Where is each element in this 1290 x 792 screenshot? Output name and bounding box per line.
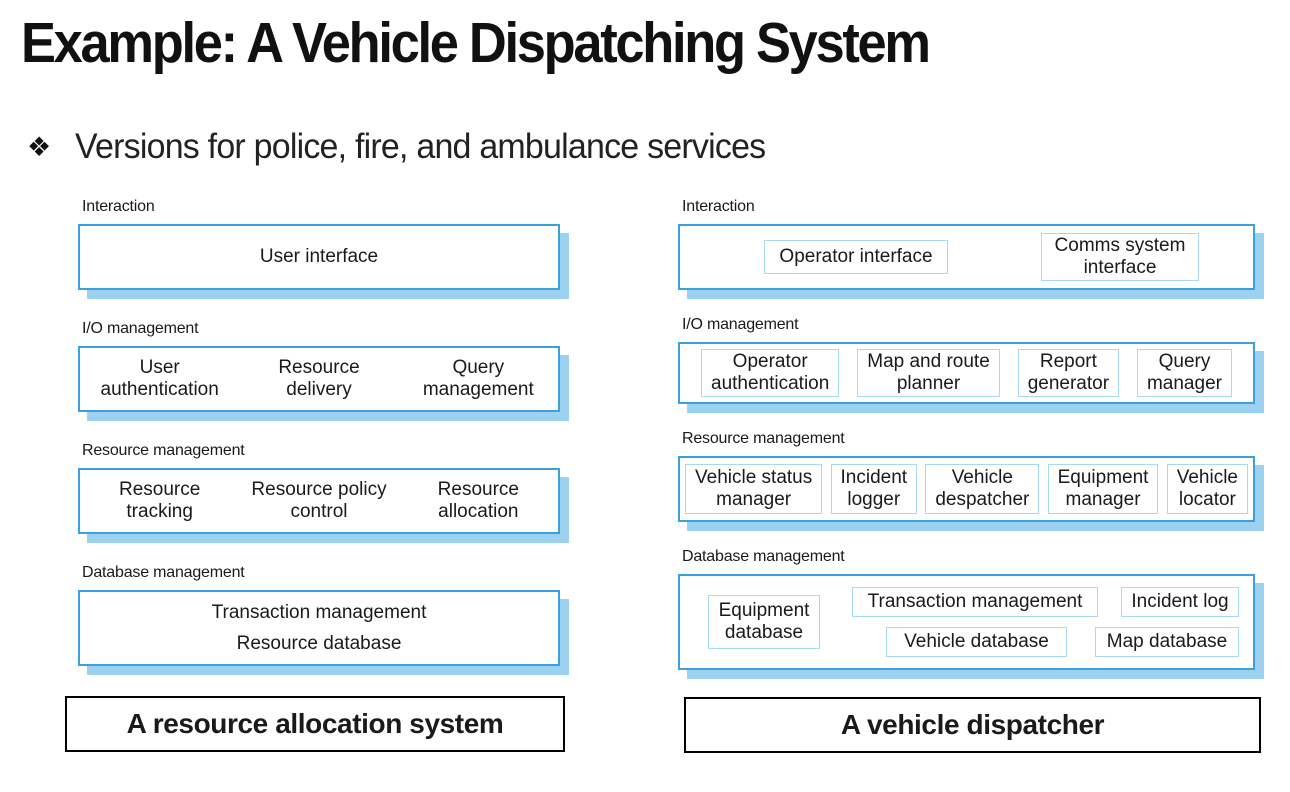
layer-label-io-management: I/O management [682, 316, 799, 333]
component-incident-logger: Incident logger [830, 464, 918, 514]
component-report-generator: Report generator [1017, 349, 1120, 397]
component-query-manager: Query manager [1136, 349, 1232, 397]
layer-label-database-management: Database management [82, 564, 245, 581]
layer-box-io-management: Operator authentication Map and route pl… [678, 342, 1255, 404]
right-layer-io-management: I/O management Operator authentication M… [678, 316, 1262, 404]
component-equipment-database: Equipment database [708, 595, 820, 649]
layer-box-io-management: User authentication Resource delivery Qu… [78, 346, 560, 412]
layer-box-database-management: Transaction management Resource database [78, 590, 560, 666]
component-vehicle-status-manager: Vehicle status manager [685, 464, 823, 514]
layer-label-resource-management: Resource management [682, 430, 845, 447]
layer-label-interaction: Interaction [82, 198, 155, 215]
layer-label-database-management: Database management [682, 548, 845, 565]
component-equipment-manager: Equipment manager [1047, 464, 1159, 514]
component-query-management: Query management [422, 357, 534, 400]
component-resource-delivery: Resource delivery [278, 357, 360, 400]
database-row-1: Transaction management Incident log [852, 587, 1239, 617]
resource-allocation-diagram: Interaction User interface I/O managemen… [65, 198, 565, 752]
layer-box-interaction: Operator interface Comms system interfac… [678, 224, 1255, 290]
component-transaction-management: Transaction management [852, 587, 1098, 617]
component-transaction-management: Transaction management [211, 601, 427, 623]
component-operator-authentication: Operator authentication [701, 349, 840, 397]
layer-box-resource-management: Resource tracking Resource policy contro… [78, 468, 560, 534]
caption-resource-allocation-system: A resource allocation system [65, 696, 565, 752]
bullet-line: ❖ Versions for police, fire, and ambulan… [27, 127, 787, 167]
layer-box-database-management: Equipment database Transaction managemen… [678, 574, 1255, 670]
bullet-text: Versions for police, fire, and ambulance… [75, 127, 766, 166]
caption-text: A resource allocation system [126, 708, 504, 739]
component-vehicle-despatcher: Vehicle despatcher [925, 464, 1040, 514]
caption-vehicle-dispatcher: A vehicle dispatcher [684, 697, 1261, 753]
component-map-and-route-planner: Map and route planner [857, 349, 1000, 397]
left-layer-resource-management: Resource management Resource tracking Re… [65, 442, 565, 534]
left-layer-interaction: Interaction User interface [65, 198, 565, 290]
layer-label-io-management: I/O management [82, 320, 199, 337]
bullet-diamond-icon: ❖ [27, 131, 52, 162]
component-operator-interface: Operator interface [764, 240, 948, 274]
left-layer-io-management: I/O management User authentication Resou… [65, 320, 565, 412]
component-incident-log: Incident log [1121, 587, 1239, 617]
component-map-database: Map database [1095, 627, 1239, 657]
layer-label-interaction: Interaction [682, 198, 755, 215]
vehicle-dispatcher-diagram: Interaction Operator interface Comms sys… [678, 198, 1262, 753]
component-vehicle-locator: Vehicle locator [1166, 464, 1248, 514]
right-layer-interaction: Interaction Operator interface Comms sys… [678, 198, 1262, 290]
layer-label-resource-management: Resource management [82, 442, 245, 459]
component-user-authentication: User authentication [100, 357, 219, 400]
component-user-interface: User interface [259, 246, 379, 268]
left-layer-database-management: Database management Transaction manageme… [65, 564, 565, 666]
database-grid: Transaction management Incident log Vehi… [852, 587, 1239, 657]
component-resource-database: Resource database [236, 632, 402, 654]
right-layer-database-management: Database management Equipment database T… [678, 548, 1262, 670]
component-comms-system-interface: Comms system interface [1041, 233, 1199, 281]
layer-box-resource-management: Vehicle status manager Incident logger V… [678, 456, 1255, 522]
component-resource-policy-control: Resource policy control [251, 479, 387, 522]
component-resource-allocation: Resource allocation [437, 479, 519, 522]
layer-box-interaction: User interface [78, 224, 560, 290]
component-resource-tracking: Resource tracking [119, 479, 201, 522]
caption-text: A vehicle dispatcher [840, 709, 1105, 740]
database-row-2: Vehicle database Map database [852, 627, 1239, 657]
right-layer-resource-management: Resource management Vehicle status manag… [678, 430, 1262, 522]
component-vehicle-database: Vehicle database [886, 627, 1067, 657]
page-title: Example: A Vehicle Dispatching System [21, 11, 931, 75]
